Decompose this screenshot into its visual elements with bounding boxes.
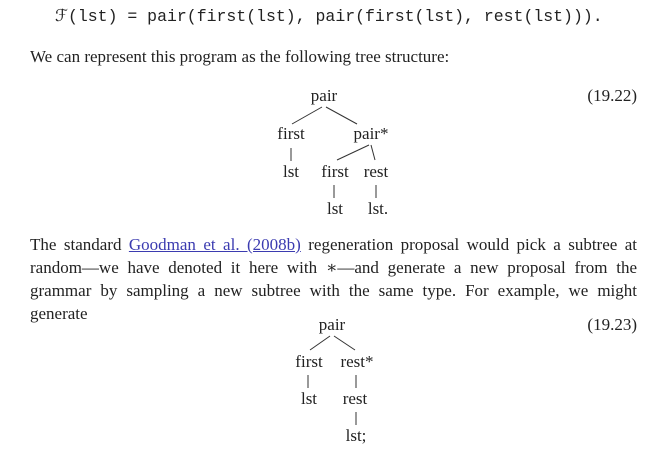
body-paragraph: The standard Goodman et al. (2008b) rege… [30,233,637,325]
tree-node: lst [282,162,300,181]
tree-node: rest [342,389,368,408]
tree-node: pair* [353,124,389,143]
edge [325,106,358,125]
tree-node: lst; [345,426,367,445]
paragraph-text: regeneration proposal would pick a subtr… [30,235,638,323]
tree-node: first [277,124,305,143]
tree-node: pair [310,86,338,105]
tree-node: first [321,162,349,181]
tree-node: lst [300,389,318,408]
edge [336,144,370,161]
tree-node: rest [363,162,389,181]
edge [291,106,323,125]
equation-number: (19.23) [587,315,637,334]
intro-text: We can represent this program as the fol… [30,47,450,66]
edge [309,335,331,351]
edge [333,335,356,351]
tree-node: lst [326,199,344,218]
edge [370,144,376,161]
tree-node: lst. [367,199,389,218]
tree-node: first [295,352,323,371]
citation-link[interactable]: Goodman et al. (2008b) [128,235,301,254]
equation-number: (19.22) [587,86,637,105]
tree-node: rest* [340,352,374,371]
paragraph-text: The standard [30,235,129,254]
tree-node: pair [318,315,346,334]
formula: ℱ(lst) = pair(first(lst), pair(first(lst… [55,7,603,26]
